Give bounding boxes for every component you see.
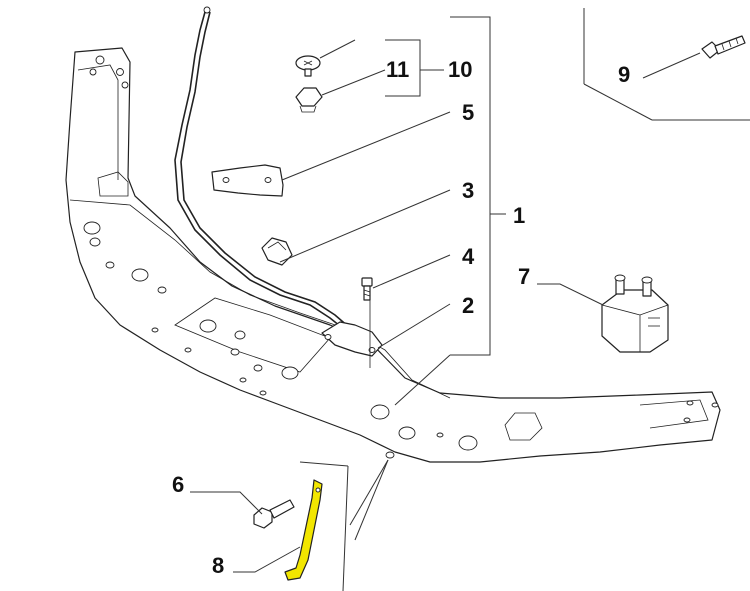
group-bracket-10	[385, 39, 444, 97]
callout-7: 7	[518, 264, 530, 289]
bolt-part-9	[701, 35, 746, 59]
callout-labels: 1 2 3 4 5 6 7 8 9 10 11	[172, 57, 630, 578]
leader-lines	[190, 39, 701, 573]
callout-9: 9	[618, 62, 630, 87]
callout-1: 1	[513, 203, 525, 228]
hood-release-cable	[174, 6, 351, 331]
callout-3: 3	[462, 178, 474, 203]
mount-part-7	[601, 274, 669, 353]
screw-part-11	[295, 55, 321, 77]
region-border-9	[583, 8, 750, 121]
callout-6: 6	[172, 472, 184, 497]
bolt-part-4	[361, 277, 373, 301]
callout-4: 4	[462, 244, 475, 269]
callout-11: 11	[386, 57, 409, 82]
callout-10: 10	[448, 57, 472, 82]
callout-8: 8	[212, 553, 224, 578]
clip-part-3	[261, 237, 293, 266]
front-crossmember	[65, 47, 721, 463]
clip-nut-part-10	[295, 87, 323, 113]
bolt-part-6	[253, 499, 295, 529]
bracket-part-5	[211, 164, 284, 197]
region-border-8	[299, 461, 349, 591]
callout-5: 5	[462, 100, 474, 125]
callout-2: 2	[462, 293, 474, 318]
strut-part-8	[284, 479, 323, 581]
group-bracket-1	[450, 16, 506, 356]
